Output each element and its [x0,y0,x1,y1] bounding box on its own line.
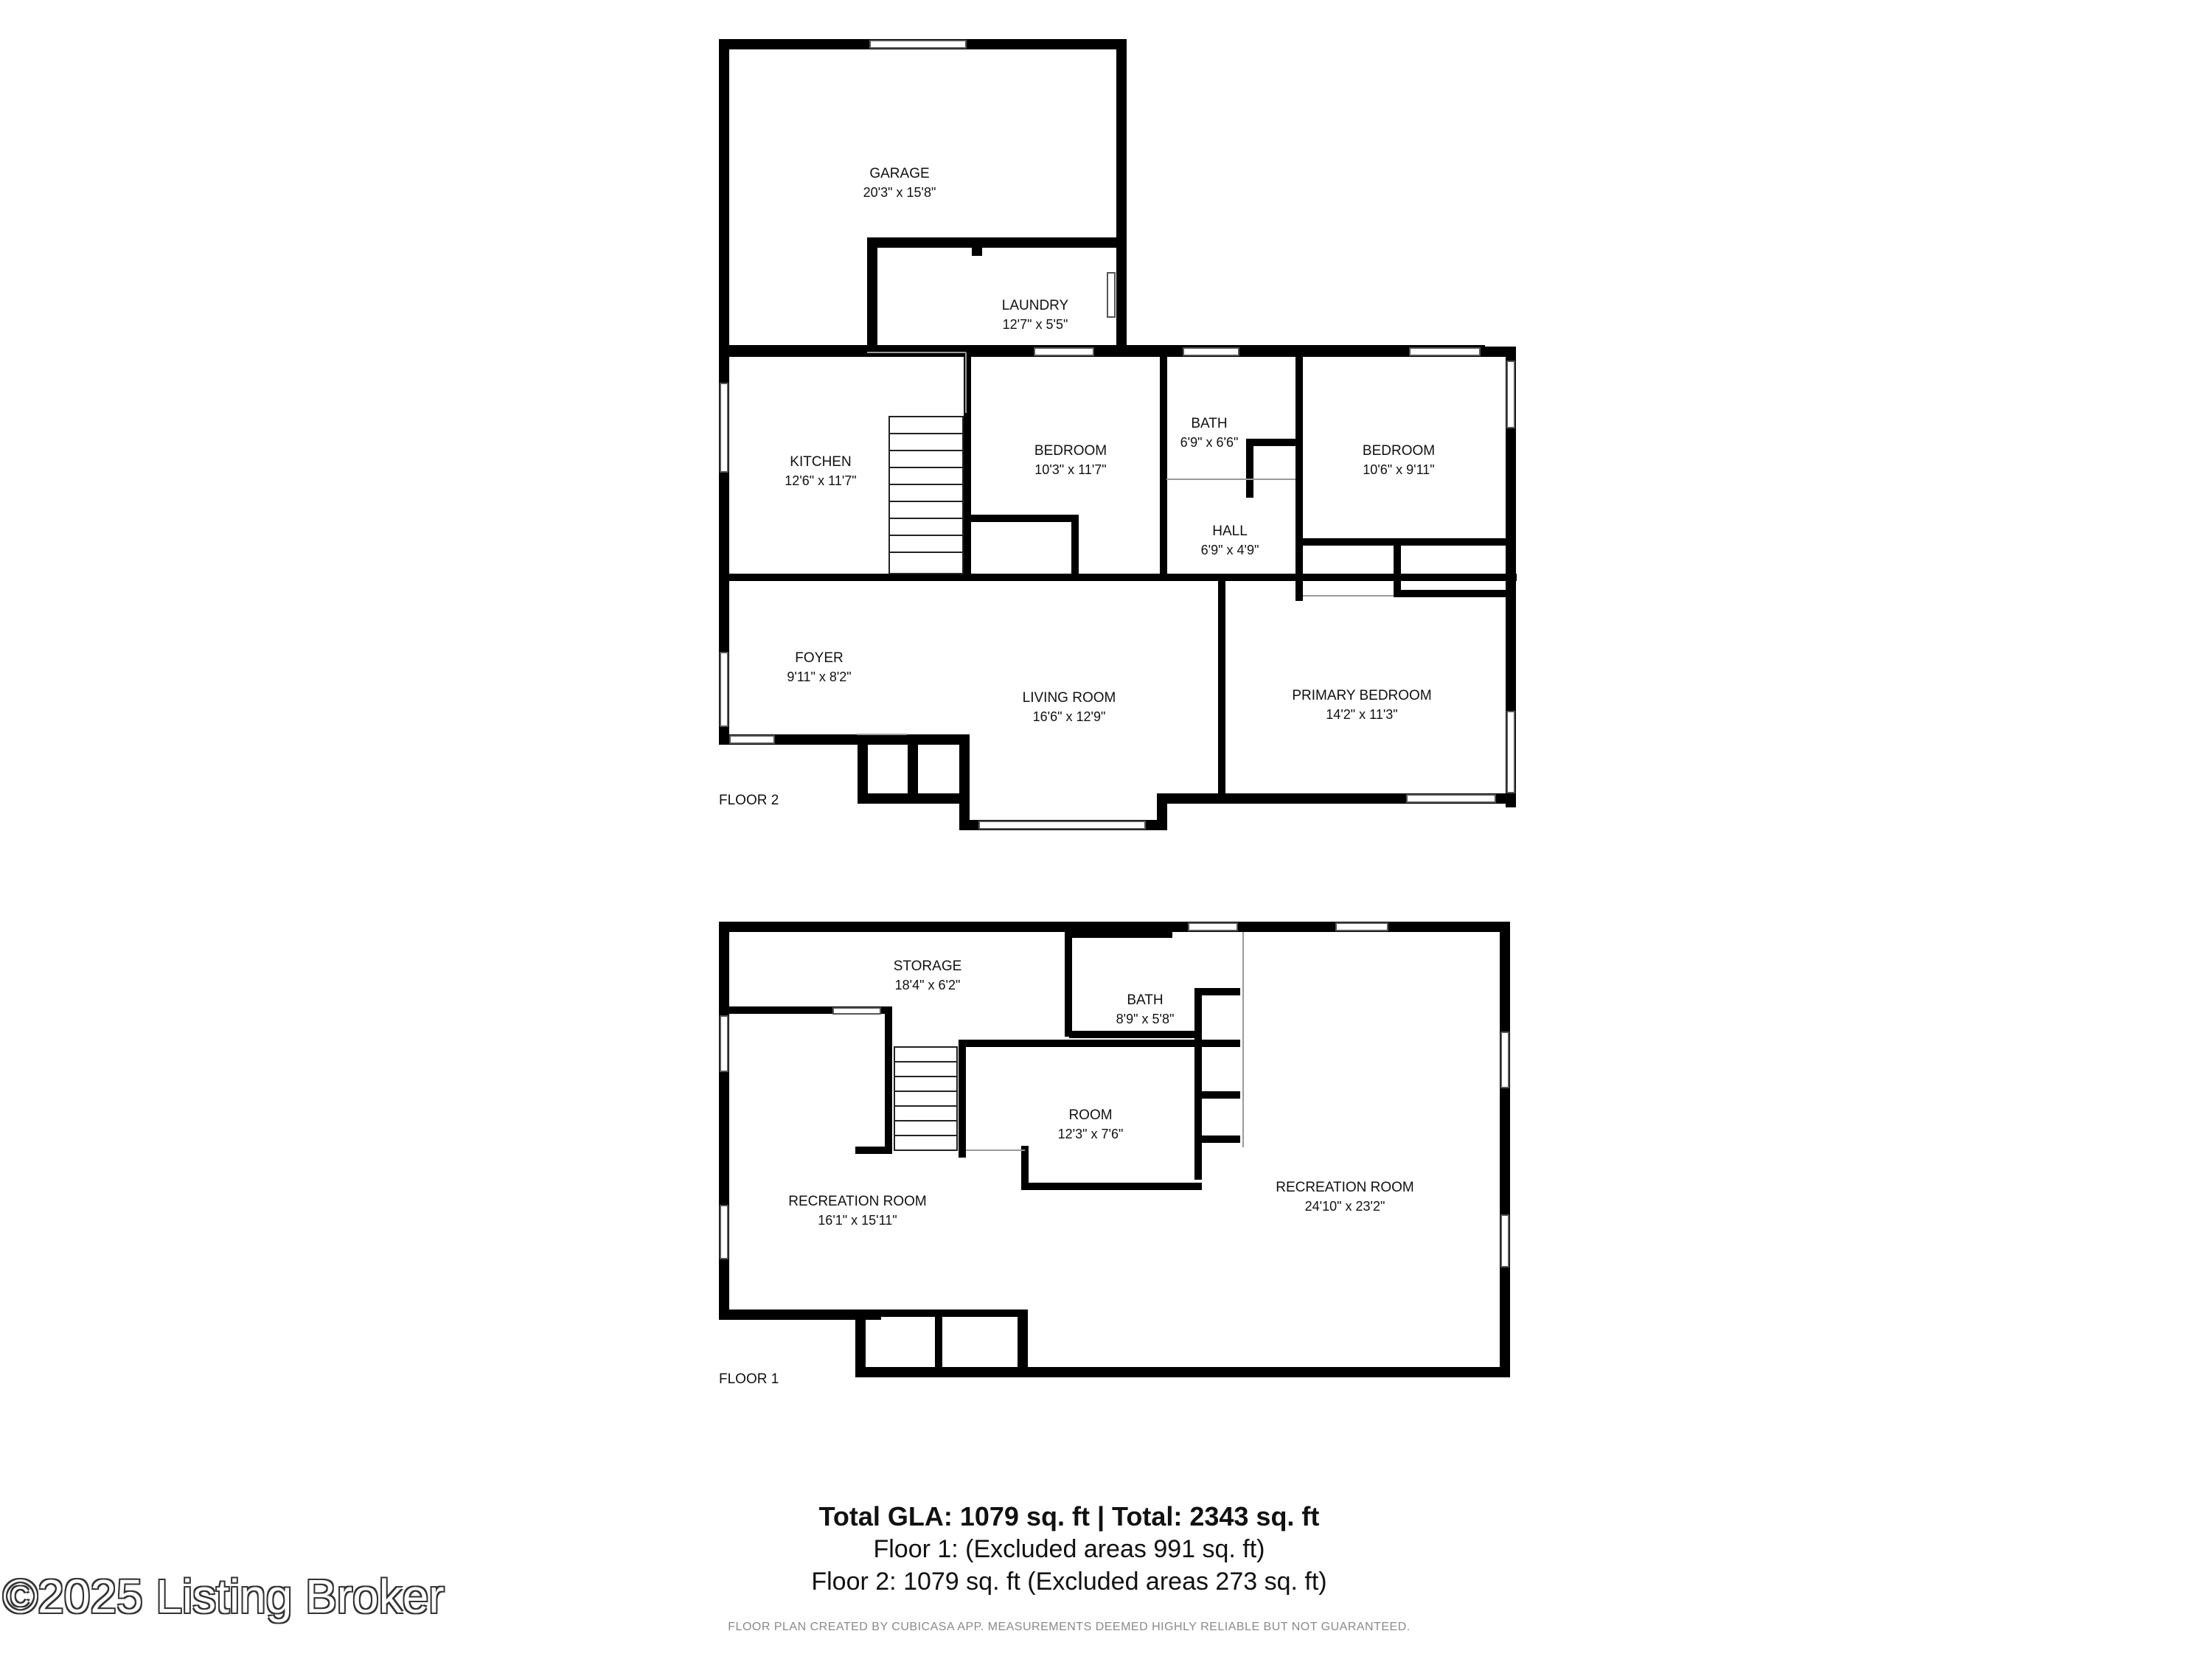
floor-1-walls [719,922,1510,1377]
floor-1-staircase [894,1046,958,1151]
room-dims-laundry: 12'7" x 5'5" [1003,317,1068,332]
room-name-rec-room-a: RECREATION ROOM [788,1194,927,1209]
room-dims-kitchen: 12'6" x 11'7" [785,473,856,488]
room-dims-rec-room-b: 24'10" x 23'2" [1305,1199,1385,1214]
room-name-primary-bedroom: PRIMARY BEDROOM [1292,688,1431,703]
floor-2-thin-lines [857,352,1394,735]
room-name-laundry: LAUNDRY [1002,298,1069,313]
room-name-storage: STORAGE [894,959,962,974]
floor-2-area-summary: Floor 2: 1079 sq. ft (Excluded areas 273… [811,1568,1327,1596]
room-dims-garage: 20'3" x 15'8" [863,185,936,200]
listing-broker-watermark: ©2025 Listing Broker [3,1570,445,1623]
room-name-kitchen: KITCHEN [790,454,851,470]
room-dims-bedroom-b: 10'6" x 9'11" [1363,462,1434,477]
room-dims-hall: 6'9" x 4'9" [1201,543,1259,557]
room-dims-foyer: 9'11" x 8'2" [787,669,851,684]
total-area-summary: Total GLA: 1079 sq. ft | Total: 2343 sq.… [818,1501,1320,1531]
room-dims-primary-bedroom: 14'2" x 11'3" [1326,707,1397,722]
room-dims-rec-room-a: 16'1" x 15'11" [818,1213,897,1228]
floor-2-windows [720,40,1515,830]
floor-1-label: FLOOR 1 [719,1371,779,1387]
room-dims-bedroom-a: 10'3" x 11'7" [1034,462,1106,477]
floor-2-label: FLOOR 2 [719,793,779,808]
room-dims-bath-lower: 8'9" x 5'8" [1116,1012,1175,1026]
floor-1-windows [720,922,1509,1267]
room-name-bedroom-b: BEDROOM [1363,443,1435,459]
room-name-living-room: LIVING ROOM [1023,690,1116,706]
room-dims-bath-upper: 6'9" x 6'6" [1180,435,1239,450]
room-name-bath-upper: BATH [1191,416,1227,431]
room-name-garage: GARAGE [869,166,929,181]
room-name-bedroom-a: BEDROOM [1034,443,1107,459]
room-name-rec-room-b: RECREATION ROOM [1276,1180,1414,1195]
floor-1-area-summary: Floor 1: (Excluded areas 991 sq. ft) [873,1535,1265,1563]
room-dims-room: 12'3" x 7'6" [1058,1127,1124,1141]
disclaimer-text: FLOOR PLAN CREATED BY CUBICASA APP. MEAS… [728,1621,1411,1633]
floor-1-thin-lines [966,932,1244,1151]
room-dims-living-room: 16'6" x 12'9" [1033,709,1106,724]
room-dims-storage: 18'4" x 6'2" [895,978,961,992]
floor-2-staircase [888,416,964,574]
room-name-hall: HALL [1212,524,1248,539]
room-name-bath-lower: BATH [1127,992,1163,1008]
room-name-room: ROOM [1068,1107,1112,1123]
room-name-foyer: FOYER [795,650,843,666]
